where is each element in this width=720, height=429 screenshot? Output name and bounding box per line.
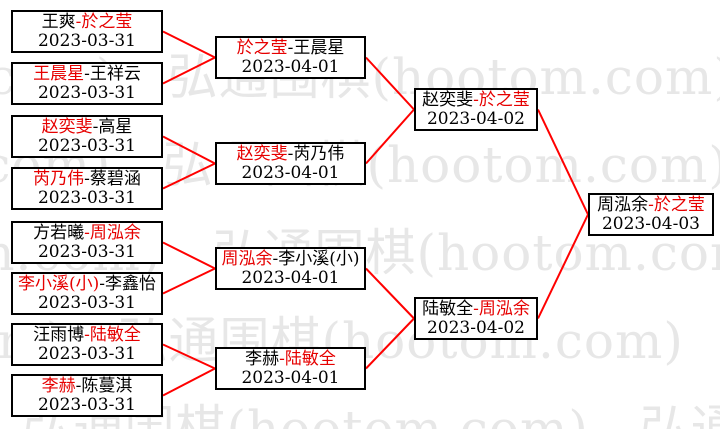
match-players: 於之莹-王晨星 xyxy=(236,37,345,58)
connector-line xyxy=(162,30,216,59)
match-players: 王晨星-王祥云 xyxy=(33,63,141,84)
match-players: 赵奕斐-芮乃伟 xyxy=(236,143,345,164)
player1-name: 周泓余 xyxy=(597,194,649,215)
match-date: 2023-04-01 xyxy=(241,267,340,288)
match-players: 方若曦-周泓余 xyxy=(33,222,141,243)
player1-name: 方若曦 xyxy=(33,222,85,243)
player2-name: -陆敏全 xyxy=(84,324,141,345)
match-date: 2023-03-31 xyxy=(37,187,136,208)
match-players: 周泓余-李小溪(小) xyxy=(221,248,360,269)
player2-name: -李鑫怡 xyxy=(99,273,156,294)
player1-name: 李赫 xyxy=(245,348,280,369)
match-date: 2023-04-01 xyxy=(241,162,340,183)
match-players: 王爽-於之莹 xyxy=(41,11,133,32)
match-date: 2023-03-31 xyxy=(37,394,136,415)
connector-line xyxy=(365,56,415,111)
connector-line xyxy=(162,135,216,165)
match-date: 2023-04-03 xyxy=(601,213,700,234)
match-date: 2023-04-01 xyxy=(241,367,340,388)
connector-line xyxy=(162,241,216,270)
match-players: 陆敏全-周泓余 xyxy=(422,298,530,319)
player2-name: -周泓余 xyxy=(473,298,530,319)
connector-line xyxy=(162,56,216,85)
player1-name: 陆敏全 xyxy=(422,298,474,319)
match-players: 李小溪(小)-李鑫怡 xyxy=(17,273,156,294)
match-players: 汪雨博-陆敏全 xyxy=(33,324,141,345)
connector-line xyxy=(365,317,415,370)
player1-name: 李赫 xyxy=(41,375,76,396)
match-date: 2023-04-02 xyxy=(426,317,525,338)
connector-line xyxy=(162,162,216,190)
match-date: 2023-04-01 xyxy=(241,56,340,77)
player1-name: 王晨星 xyxy=(33,63,85,84)
player1-name: 汪雨博 xyxy=(33,324,85,345)
match-date: 2023-03-31 xyxy=(37,82,136,103)
player2-name: -於之莹 xyxy=(473,89,530,110)
player2-name: -芮乃伟 xyxy=(287,143,345,164)
player2-name: -陆敏全 xyxy=(279,348,336,369)
match-date: 2023-03-31 xyxy=(37,241,136,262)
player2-name: -高星 xyxy=(92,116,133,137)
match-date: 2023-03-31 xyxy=(37,292,136,313)
player2-name: -於之莹 xyxy=(75,11,133,32)
player1-name: 赵奕斐 xyxy=(422,89,474,110)
connector-line xyxy=(537,214,589,319)
match-players: 赵奕斐-於之莹 xyxy=(422,89,530,110)
match-date: 2023-04-02 xyxy=(426,108,525,129)
connector-line xyxy=(162,367,216,397)
player1-name: 赵奕斐 xyxy=(41,116,93,137)
player2-name: -蔡碧涵 xyxy=(84,168,141,189)
player1-name: 赵奕斐 xyxy=(236,143,288,164)
match-box: 周泓余-李小溪(小)2023-04-01 xyxy=(215,247,366,290)
match-date: 2023-03-31 xyxy=(37,135,136,156)
match-players: 周泓余-於之莹 xyxy=(597,194,705,215)
player2-name: -王晨星 xyxy=(287,37,345,58)
player1-name: 芮乃伟 xyxy=(33,168,85,189)
connector-line xyxy=(365,108,415,165)
match-players: 芮乃伟-蔡碧涵 xyxy=(33,168,141,189)
player1-name: 李小溪(小) xyxy=(17,273,100,294)
connector-line xyxy=(365,267,415,320)
match-date: 2023-03-31 xyxy=(37,343,136,364)
player2-name: -王祥云 xyxy=(84,63,141,84)
player2-name: -李小溪(小) xyxy=(272,248,360,269)
match-date: 2023-03-31 xyxy=(37,30,136,51)
connector-line xyxy=(162,267,216,295)
match-players: 赵奕斐-高星 xyxy=(41,116,133,137)
player1-name: 於之莹 xyxy=(236,37,288,58)
match-players: 李赫-陈蔓淇 xyxy=(41,375,133,396)
player1-name: 周泓余 xyxy=(221,248,273,269)
connector-line xyxy=(537,109,589,215)
player1-name: 王爽 xyxy=(41,11,76,32)
player2-name: -周泓余 xyxy=(84,222,141,243)
connector-line xyxy=(162,343,216,370)
player2-name: -於之莹 xyxy=(648,194,705,215)
match-players: 李赫-陆敏全 xyxy=(245,348,336,369)
player2-name: -陈蔓淇 xyxy=(75,375,133,396)
